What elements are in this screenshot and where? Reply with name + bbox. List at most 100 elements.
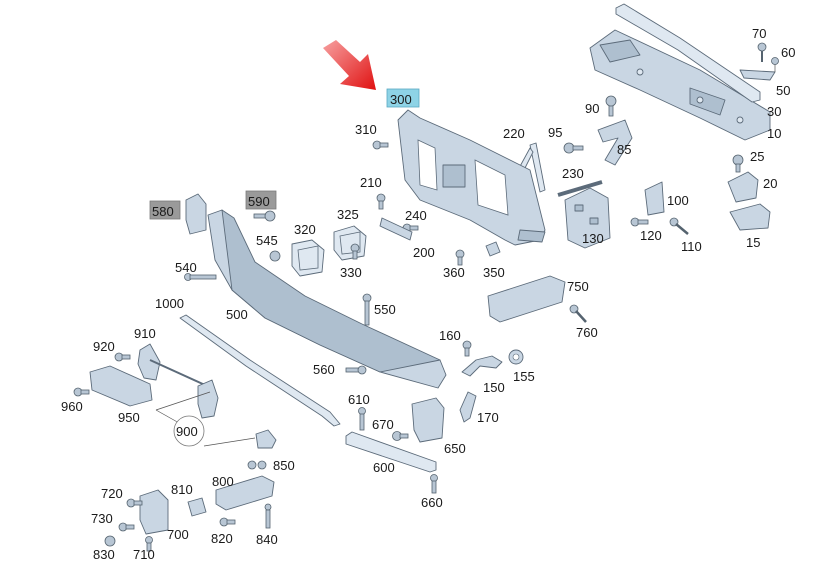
part-70-bolt[interactable]	[757, 42, 767, 62]
part-660-bolt[interactable]	[430, 474, 438, 494]
label-200: 200	[413, 245, 435, 260]
label-330: 330	[340, 265, 362, 280]
label-850: 850	[273, 458, 295, 473]
label-220: 220	[503, 126, 525, 141]
label-360: 360	[443, 265, 465, 280]
part-110-bolt[interactable]	[669, 217, 689, 235]
part-60-bolt[interactable]	[771, 57, 779, 73]
part-20-bracket[interactable]	[727, 171, 759, 203]
label-155: 155	[513, 369, 535, 384]
label-box-590	[245, 190, 277, 210]
part-910-bracket[interactable]	[137, 343, 206, 386]
part-710-bolt[interactable]	[145, 536, 153, 552]
label-545: 545	[256, 233, 278, 248]
label-950: 950	[118, 410, 140, 425]
part-700-bracket[interactable]	[139, 489, 169, 535]
part-300-front-carrier[interactable]	[397, 109, 546, 246]
part-850-nut[interactable]	[247, 460, 267, 470]
part-500-bumper-beam[interactable]	[207, 209, 447, 389]
part-10-cross-member[interactable]	[589, 29, 771, 141]
part-760-bolt[interactable]	[569, 304, 587, 323]
label-650: 650	[444, 441, 466, 456]
part-90-bolt[interactable]	[605, 95, 617, 117]
part-210-bolt[interactable]	[376, 193, 386, 210]
label-90: 90	[585, 101, 599, 116]
part-560-bolt[interactable]	[345, 365, 367, 375]
part-590-bolt[interactable]	[253, 210, 276, 222]
part-540-bolt[interactable]	[184, 273, 217, 281]
part-30-upper-rail[interactable]	[615, 3, 761, 103]
label-600: 600	[373, 460, 395, 475]
part-200-bracket[interactable]	[379, 217, 413, 241]
label-500: 500	[226, 307, 248, 322]
part-160-bolt[interactable]	[462, 340, 472, 357]
part-650-bracket[interactable]	[411, 397, 445, 443]
label-350: 350	[483, 265, 505, 280]
label-590: 590	[248, 194, 270, 209]
label-810: 810	[171, 482, 193, 497]
part-25-bolt[interactable]	[732, 154, 744, 173]
part-960-bolt[interactable]	[73, 387, 90, 397]
part-550-bolt[interactable]	[362, 293, 372, 326]
label-10: 10	[767, 126, 781, 141]
label-95: 95	[548, 125, 562, 140]
label-960: 960	[61, 399, 83, 414]
part-600-strip[interactable]	[345, 431, 437, 473]
part-95-bolt[interactable]	[563, 142, 584, 154]
part-320-bracket[interactable]	[291, 239, 325, 277]
label-730: 730	[91, 511, 113, 526]
part-750-bracket[interactable]	[487, 275, 566, 323]
label-50: 50	[776, 83, 790, 98]
part-900-bracket-assembly[interactable]	[155, 379, 256, 447]
label-910: 910	[134, 326, 156, 341]
part-15-bracket[interactable]	[729, 203, 771, 231]
part-820-bolt[interactable]	[219, 517, 236, 527]
label-700: 700	[167, 527, 189, 542]
part-310-bolt[interactable]	[372, 140, 389, 150]
label-760: 760	[576, 325, 598, 340]
part-720-bolt[interactable]	[126, 498, 143, 508]
part-100-bracket[interactable]	[644, 181, 665, 216]
part-810-bracket[interactable]	[187, 497, 207, 517]
label-840: 840	[256, 532, 278, 547]
part-670-bolt[interactable]	[392, 431, 409, 441]
label-30: 30	[767, 104, 781, 119]
part-730-bolt[interactable]	[118, 522, 135, 532]
part-50-bracket[interactable]	[739, 69, 776, 81]
label-820: 820	[211, 531, 233, 546]
label-320: 320	[294, 222, 316, 237]
part-170-bracket[interactable]	[459, 391, 477, 423]
label-150: 150	[483, 380, 505, 395]
part-830-nut[interactable]	[104, 535, 116, 547]
part-325-bracket[interactable]	[333, 225, 367, 261]
part-130-bracket[interactable]	[564, 187, 611, 249]
label-25: 25	[750, 149, 764, 164]
part-155-nut[interactable]	[508, 349, 524, 365]
part-840-bolt[interactable]	[264, 503, 272, 529]
label-100: 100	[667, 193, 689, 208]
label-box-580	[149, 200, 181, 220]
label-300: 300	[390, 92, 412, 107]
part-120-bolt[interactable]	[630, 217, 649, 227]
label-110: 110	[681, 239, 702, 254]
part-360-bolt[interactable]	[455, 249, 465, 266]
part-350-clip[interactable]	[485, 241, 501, 257]
label-160: 160	[439, 328, 461, 343]
part-610-bolt[interactable]	[358, 407, 366, 431]
label-800: 800	[212, 474, 234, 489]
part-150-bracket[interactable]	[461, 355, 503, 377]
part-230-rod[interactable]	[557, 180, 603, 197]
part-1000-strip[interactable]	[179, 314, 341, 427]
part-85-bracket[interactable]	[597, 119, 633, 166]
part-545-nut[interactable]	[269, 250, 281, 262]
label-540: 540	[175, 260, 197, 275]
part-330-bolt[interactable]	[350, 243, 360, 260]
part-900-small-bracket[interactable]	[255, 429, 277, 449]
red-arrow-icon	[323, 40, 376, 90]
part-920-bolt[interactable]	[114, 352, 131, 362]
part-800-rail[interactable]	[215, 475, 275, 511]
part-580-bracket[interactable]	[185, 193, 207, 235]
part-950-bracket[interactable]	[89, 365, 153, 407]
